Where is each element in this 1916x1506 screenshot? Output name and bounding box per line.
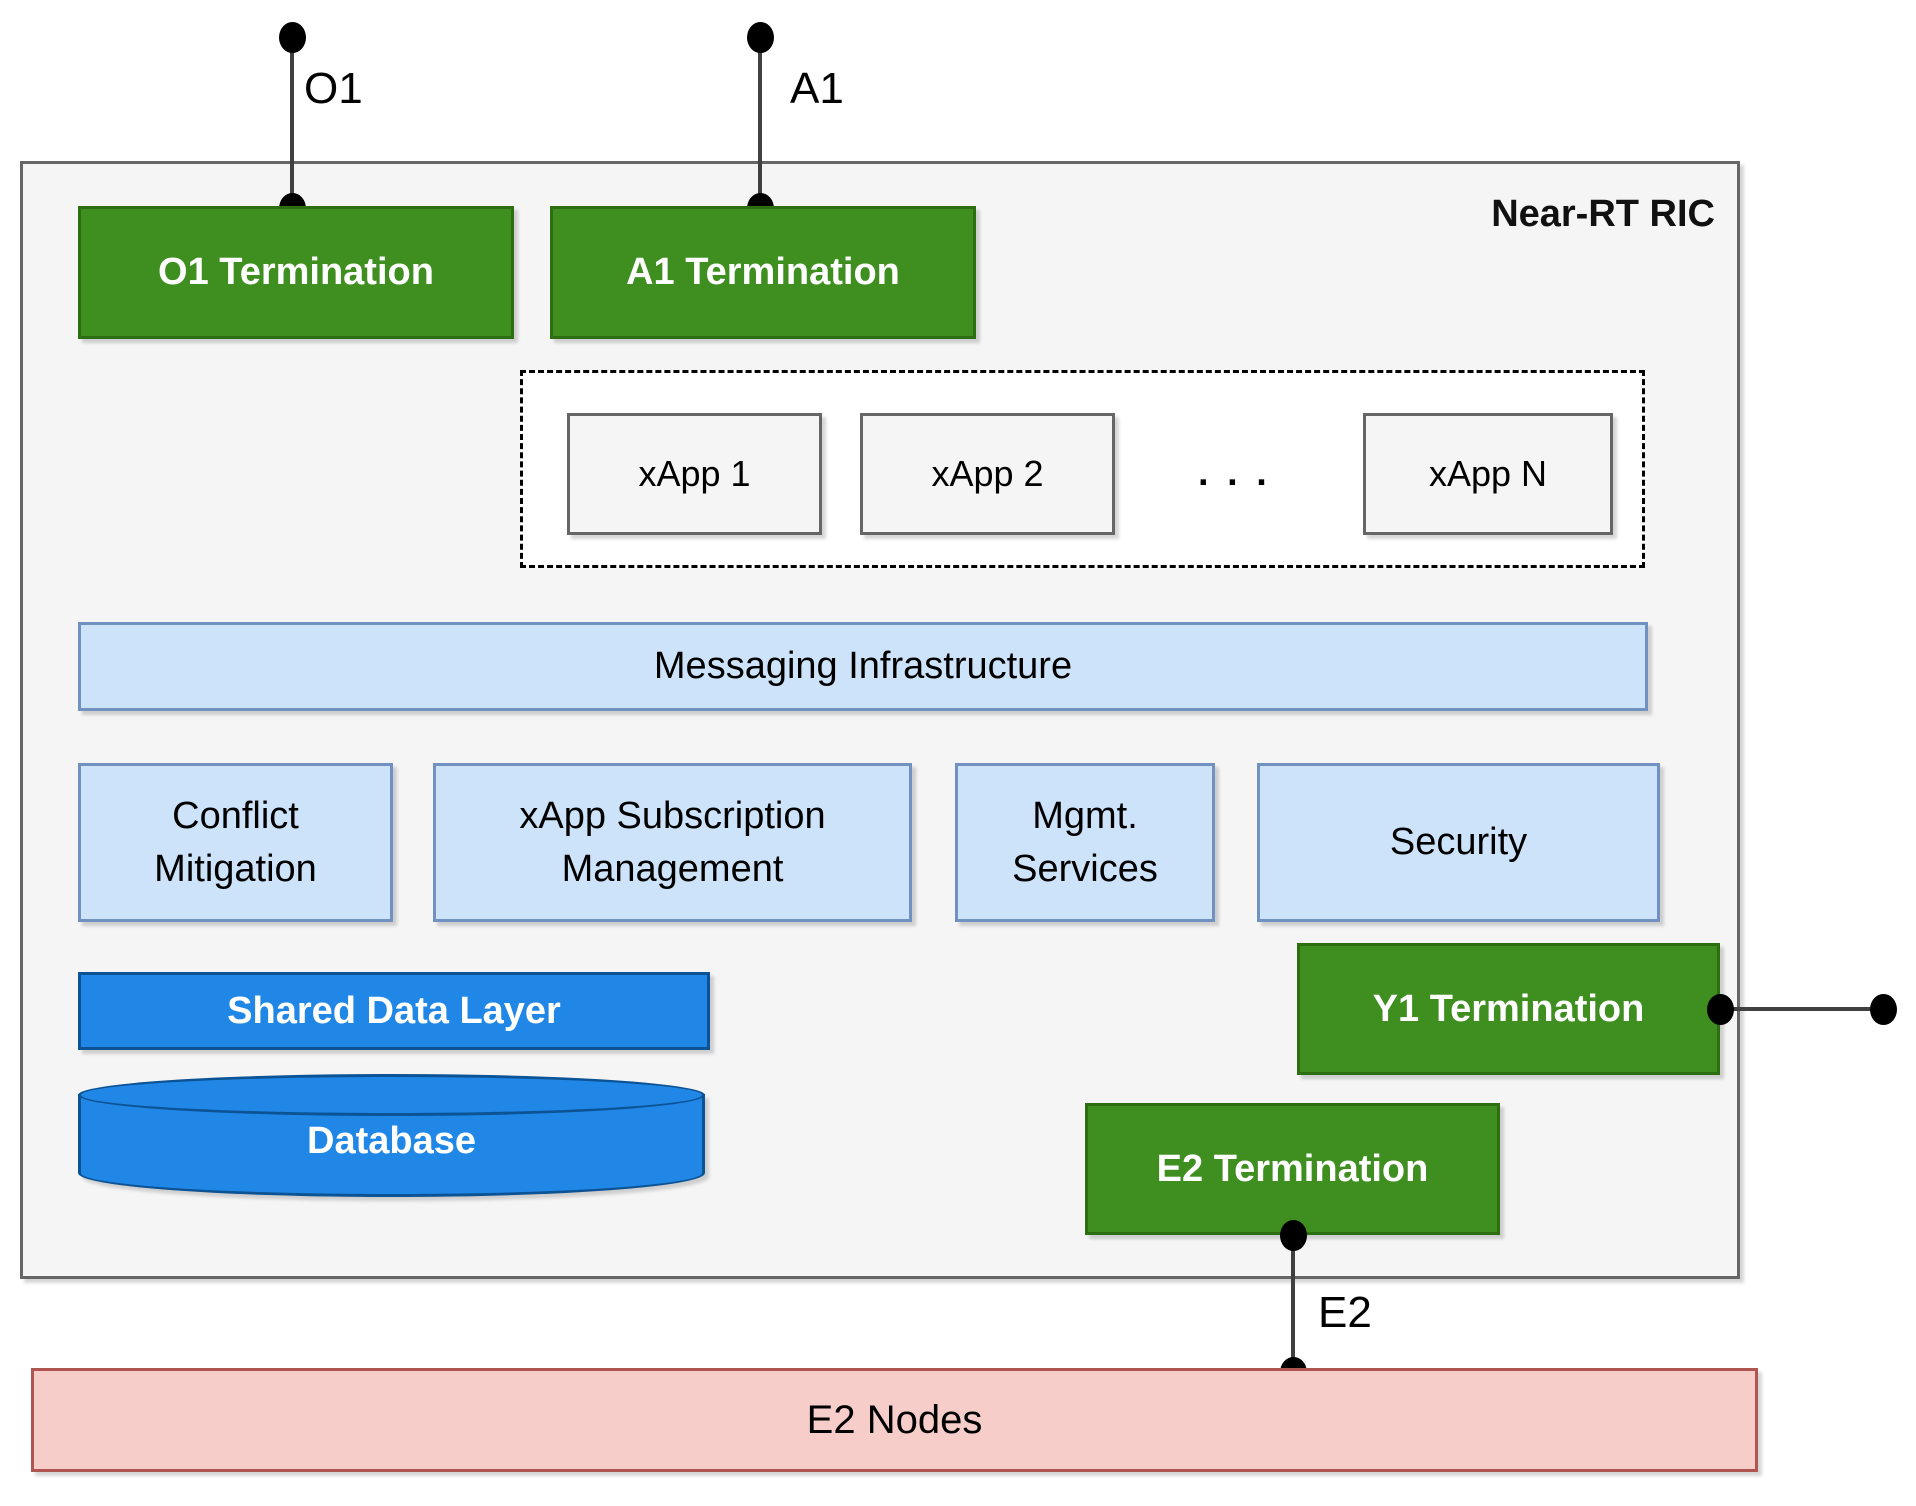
messaging-infrastructure-bar: Messaging Infrastructure — [78, 622, 1648, 711]
a1-connector-line — [758, 37, 762, 208]
e2-interface-label: E2 — [1318, 1288, 1372, 1337]
security-block: Security — [1257, 763, 1660, 922]
a1-interface-label: A1 — [790, 64, 844, 113]
y1-connector-line — [1720, 1007, 1883, 1011]
mgmt-services-block: Mgmt. Services — [955, 763, 1215, 922]
xapp-n-block: xApp N — [1363, 413, 1613, 535]
xapp-1-block: xApp 1 — [567, 413, 822, 535]
o1-connector-endpoint-dot — [279, 22, 306, 53]
xapp-2-block: xApp 2 — [860, 413, 1115, 535]
o1-connector-line — [290, 37, 294, 208]
conflict-mitigation-block: Conflict Mitigation — [78, 763, 393, 922]
near-rt-ric-title: Near-RT RIC — [1491, 193, 1715, 235]
e2-nodes-block: E2 Nodes — [31, 1368, 1758, 1472]
o1-interface-label: O1 — [304, 64, 363, 113]
e2-connector-line — [1291, 1235, 1295, 1372]
y1-termination-block: Y1 Termination — [1297, 943, 1720, 1075]
y1-connector-box-dot — [1707, 994, 1734, 1025]
xapp-ellipsis: . . . — [1198, 452, 1271, 494]
database-cylinder-top-ellipse — [78, 1074, 705, 1116]
e2-termination-block: E2 Termination — [1085, 1103, 1500, 1235]
a1-connector-endpoint-dot — [747, 22, 774, 53]
a1-termination-block: A1 Termination — [550, 206, 976, 339]
o1-termination-block: O1 Termination — [78, 206, 514, 339]
y1-connector-endpoint-dot — [1870, 994, 1897, 1025]
database-label: Database — [307, 1120, 476, 1162]
shared-data-layer-block: Shared Data Layer — [78, 972, 710, 1050]
xapp-subscription-management-block: xApp Subscription Management — [433, 763, 912, 922]
e2-connector-box-dot — [1280, 1220, 1307, 1251]
